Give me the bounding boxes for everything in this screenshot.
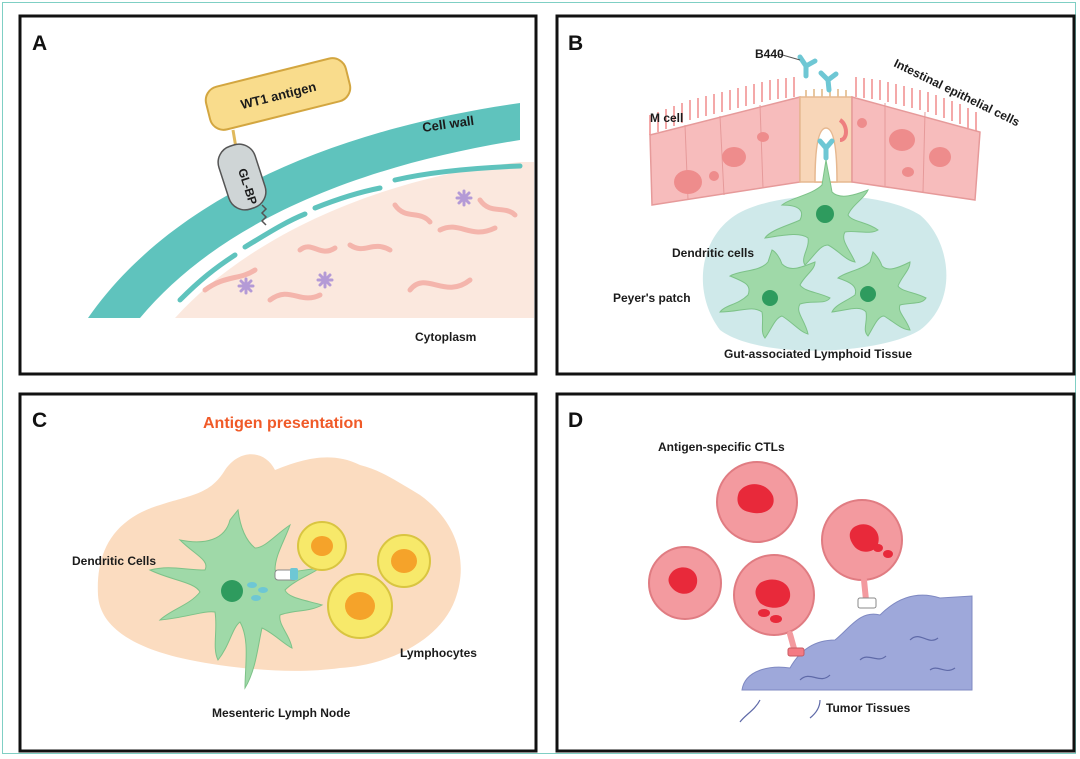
microvilli [649,77,977,135]
b440-antibodies [797,54,839,161]
panel-c-letter: C [32,409,47,432]
b440-label: B440 [755,47,784,61]
m-cell-label: M cell [650,111,683,125]
glbp-molecule: GL-BP [217,143,268,226]
protein-markers [237,189,473,295]
panel-d-letter: D [568,409,583,432]
tumor-texture [739,635,956,723]
cell-wall-label: Cell wall [421,113,475,135]
lymphocytes-label: Lymphocytes [400,646,477,660]
cytoplasm-label: Cytoplasm [415,330,476,344]
dendritic-cells-c-label: Dendritic Cells [72,554,156,568]
panel-b: B [555,14,1076,376]
lymphocytes [297,521,431,639]
ctl-cells [648,461,903,657]
antigen-presentation-title: Antigen presentation [203,415,363,432]
wt1-antigen: WT1 antigen [204,57,352,131]
galt-label: Gut-associated Lymphoid Tissue [724,347,912,361]
panel-d: D [555,392,1076,753]
peyers-patch-label: Peyer's patch [613,291,691,305]
tumor-tissue [741,594,973,691]
cytoplasm-strands [202,197,518,303]
dendritic-cells-label: Dendritic cells [672,246,754,260]
panel-a-letter: A [32,32,47,55]
epithelial-cells-right [851,96,981,201]
presented-antigens [247,568,298,601]
cytoplasm-region [175,162,534,318]
tumor-tissues-label: Tumor Tissues [826,701,911,715]
ctls-label: Antigen-specific CTLs [658,440,785,454]
cell-wall-band [88,103,520,318]
lymph-node-label: Mesenteric Lymph Node [212,706,351,720]
panel-c: C Antigen presentation [18,392,538,753]
panel-d-border [555,392,1076,753]
panel-b-letter: B [568,32,583,55]
dendritic-cells-b [719,159,927,339]
panel-a: A [18,14,538,376]
